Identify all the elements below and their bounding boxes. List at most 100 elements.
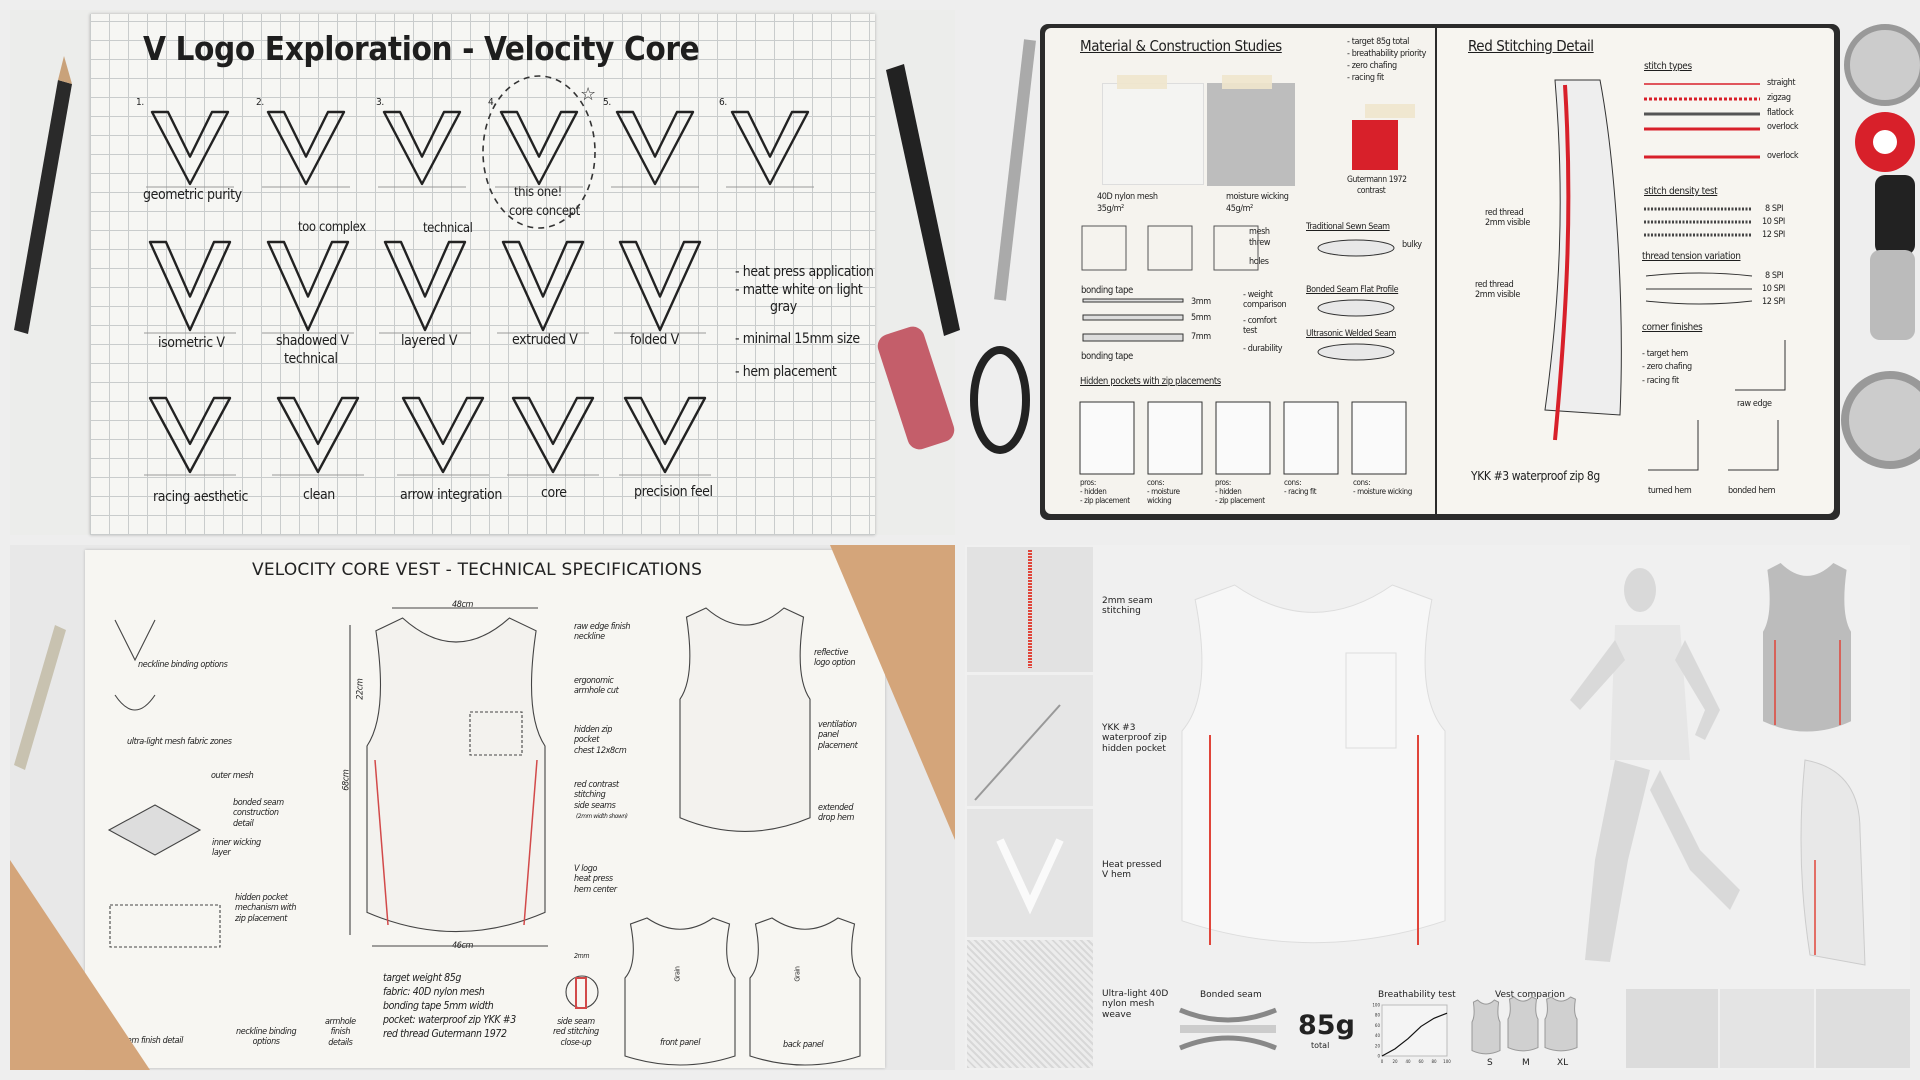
callout: red thread 2mm visible: [1485, 208, 1530, 229]
detail-tile-stitching: [967, 547, 1093, 672]
seam-note: bulky: [1402, 240, 1422, 250]
test-note: - durability: [1243, 344, 1283, 354]
detail-label: hidden pocket mechanism with zip placeme…: [235, 893, 297, 924]
seam-title: Ultrasonic Welded Seam: [1306, 329, 1396, 339]
pocket-caption: pros: - hidden - zip placement: [1080, 478, 1130, 506]
detail-label: armhole finish details: [325, 1017, 356, 1048]
detail-label: hem finish detail: [122, 1036, 183, 1046]
sketch-number: 2.: [256, 97, 264, 108]
pocket-caption: pros: - hidden - zip placement: [1215, 478, 1265, 506]
side-note: - matte white on light: [735, 282, 863, 298]
detail-label: outer mesh: [211, 771, 254, 781]
test-note: - comfort test: [1243, 316, 1277, 337]
stitch-type-label: overlock: [1767, 122, 1799, 132]
sketch-label: isometric V: [158, 335, 225, 351]
comparison-title: Vest comparion: [1495, 990, 1565, 1000]
grain-label: Grain: [673, 966, 682, 982]
swatch-caption: 35g/m²: [1097, 204, 1124, 214]
spec-line: target weight 85g: [383, 972, 461, 984]
swatch-caption: Gutermann 1972: [1347, 175, 1407, 185]
side-note: - heat press application: [735, 264, 874, 280]
sketch-label: core: [541, 485, 567, 501]
swatch-caption: 45g/m²: [1226, 204, 1253, 214]
swatch-caption: 40D nylon mesh: [1097, 192, 1158, 202]
sketch-label: folded V: [630, 332, 679, 348]
detail-caption: Ultra-light 40D nylon mesh weave: [1102, 989, 1169, 1020]
callout: YKK #3 waterproof zip 8g: [1471, 469, 1600, 483]
sketch-label: core concept: [509, 204, 580, 219]
mesh-note: mesh: [1249, 227, 1270, 237]
annotation: too complex: [298, 220, 366, 235]
callout: red thread 2mm visible: [1475, 280, 1520, 301]
sketch-number: 4.: [488, 97, 496, 108]
annotation: V logo heat press hem center: [574, 864, 617, 895]
section-title: corner finishes: [1642, 322, 1703, 333]
pockets-title: Hidden pockets with zip placements: [1080, 376, 1221, 387]
sketch-label: shadowed V: [276, 333, 349, 349]
goal-note: - zero chafing: [1347, 61, 1397, 71]
weight-label: total: [1311, 1041, 1330, 1050]
dimension-label: 2mm: [574, 952, 590, 960]
breathability-title: Breathability test: [1378, 990, 1456, 1000]
swatch-red-thread: [1352, 120, 1398, 170]
panel-label: front panel: [660, 1038, 701, 1048]
thumbnail-hem: [1816, 989, 1910, 1068]
sketch-label: this one!: [514, 185, 562, 200]
pocket-caption: cons: - moisture wicking: [1147, 478, 1180, 506]
annotation: reflective logo option: [814, 648, 856, 669]
corner-note: - target hem: [1642, 349, 1688, 359]
detail-tile-logo: [967, 809, 1093, 937]
sketch-label: technical: [284, 351, 338, 367]
annotation: technical: [423, 221, 473, 236]
spec-sheet: [85, 550, 885, 1068]
density-label: 8 SPI: [1765, 204, 1784, 214]
density-label: 10 SPI: [1762, 217, 1785, 227]
detail-caption: 2mm seam stitching: [1102, 596, 1153, 617]
goal-note: - target 85g total: [1347, 37, 1409, 47]
size-label: XL: [1557, 1058, 1569, 1068]
detail-caption: YKK #3 waterproof zip hidden pocket: [1102, 723, 1167, 754]
bonding-tape-label: bonding tape: [1081, 351, 1133, 362]
thumbnail-neckline: [1626, 989, 1718, 1068]
mesh-note: holes: [1249, 257, 1269, 267]
detail-label: neckline binding options: [138, 660, 228, 670]
detail-label: neckline binding options: [236, 1027, 297, 1048]
corner-label: turned hem: [1648, 486, 1692, 496]
sketch-label: precision feel: [634, 484, 713, 500]
annotation: red contrast stitching side seams: [574, 780, 619, 811]
test-note: - weight comparison: [1243, 290, 1287, 311]
goal-note: - breathability priority: [1347, 49, 1427, 59]
tension-label: 8 SPI: [1765, 271, 1784, 281]
bonding-tape-label: bonding tape: [1081, 285, 1133, 296]
side-note: gray: [770, 299, 797, 315]
sketch-label: geometric purity: [143, 187, 242, 203]
sketch-number: 3.: [376, 97, 384, 108]
corner-label: raw edge: [1737, 399, 1772, 409]
swatch-caption: contrast: [1357, 186, 1386, 196]
corner-note: - racing fit: [1642, 376, 1679, 386]
pocket-caption: cons: - moisture wicking: [1353, 478, 1412, 497]
annotation: extended drop hem: [818, 803, 854, 824]
spec-title: VELOCITY CORE VEST - TECHNICAL SPECIFICA…: [252, 560, 703, 580]
sketch-label: arrow integration: [400, 487, 502, 503]
stitch-type-label: flatlock: [1767, 108, 1794, 118]
stitch-type-label: overlock: [1767, 151, 1799, 161]
spec-line: red thread Gutermann 1972: [383, 1028, 507, 1040]
grain-label: Grain: [793, 966, 802, 982]
section-title: stitch density test: [1644, 186, 1718, 197]
spec-line: fabric: 40D nylon mesh: [383, 986, 485, 998]
sketch-label: racing aesthetic: [153, 489, 248, 505]
annotation: ventilation panel placement: [818, 720, 858, 751]
detail-tile-zip: [967, 675, 1093, 806]
sketch-label: layered V: [401, 333, 458, 349]
section-title: thread tension variation: [1642, 251, 1741, 262]
annotation: raw edge finish neckline: [574, 622, 631, 643]
detail-tile-mesh: [967, 940, 1093, 1068]
goal-note: - racing fit: [1347, 73, 1384, 83]
side-note: - minimal 15mm size: [735, 331, 860, 347]
sketch-number: 1.: [136, 97, 144, 108]
dimension-label: 68cm: [341, 769, 352, 791]
swatch-caption: moisture wicking: [1226, 192, 1289, 202]
sketch-label: extruded V: [512, 332, 578, 348]
size-label: S: [1487, 1058, 1493, 1068]
